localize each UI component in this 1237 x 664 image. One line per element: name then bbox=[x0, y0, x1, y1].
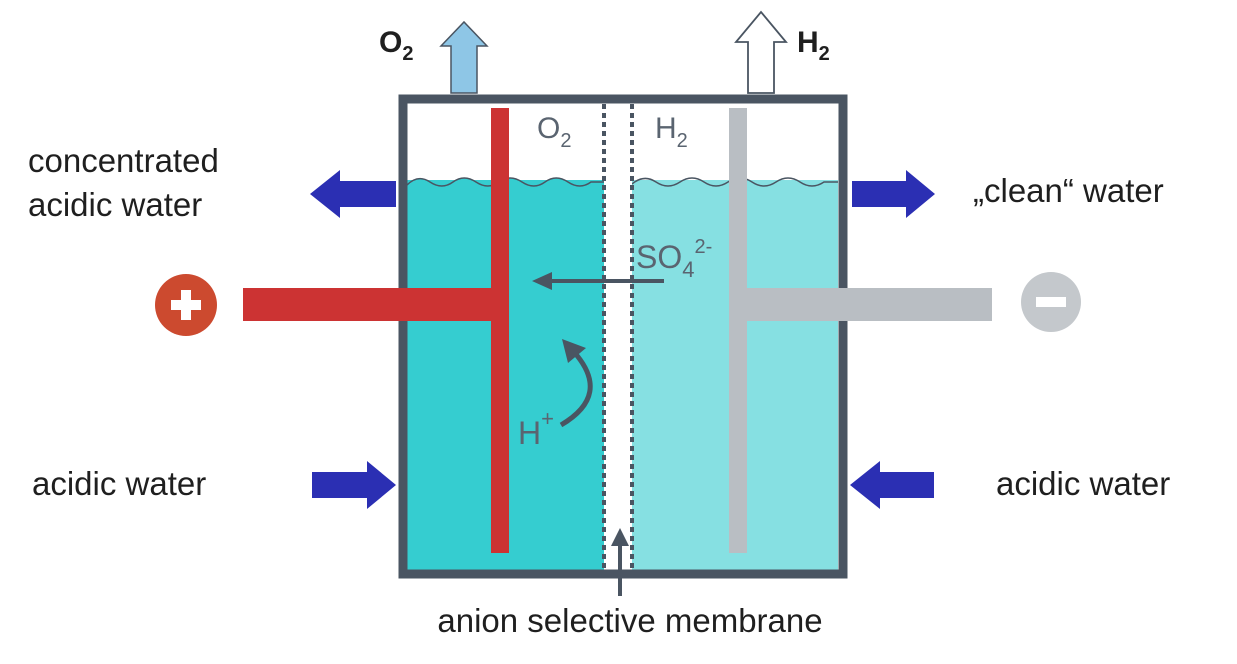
sulfate-label: SO42- bbox=[636, 236, 712, 282]
h2-chamber-sub: 2 bbox=[677, 130, 688, 152]
clean-outflow-arrow bbox=[852, 170, 935, 218]
o2-chamber-base: O bbox=[537, 112, 560, 145]
membrane-pointer-arrowhead bbox=[611, 528, 629, 546]
sulfate-migration-arrowhead bbox=[532, 272, 552, 290]
h2-out-arrow bbox=[734, 10, 788, 94]
sulfate-sub: 4 bbox=[682, 257, 694, 282]
o2-out-arrow bbox=[439, 20, 489, 94]
membrane-label: anion selective membrane bbox=[437, 602, 822, 639]
h2-chamber-label: H2 bbox=[655, 112, 688, 152]
proton-curve-arrowhead bbox=[562, 339, 586, 363]
acidic-inflow-right-arrow bbox=[850, 461, 934, 509]
cathode-horizontal bbox=[729, 288, 992, 321]
h2-chamber-base: H bbox=[655, 112, 677, 145]
acidic-water-left-label: acidic water bbox=[32, 465, 206, 502]
o2-output-sub: 2 bbox=[402, 43, 413, 65]
proton-curve-arrow bbox=[559, 350, 593, 428]
o2-chamber-sub: 2 bbox=[560, 130, 571, 152]
cathode-vertical bbox=[729, 108, 747, 553]
o2-output-base: O bbox=[379, 26, 402, 59]
anode-vertical bbox=[491, 108, 509, 553]
h2-output-sub: 2 bbox=[819, 43, 830, 65]
acidic-water-right-label: acidic water bbox=[996, 465, 1170, 502]
proton-label: H+ bbox=[518, 406, 554, 451]
cathode-water-wave bbox=[631, 177, 838, 187]
acidic-inflow-left-arrow bbox=[312, 461, 396, 509]
plus-icon bbox=[155, 274, 217, 336]
concentrated-water-label-line1: concentrated bbox=[28, 142, 219, 179]
o2-chamber-label: O2 bbox=[537, 112, 571, 152]
h2-output-base: H bbox=[797, 26, 819, 59]
proton-sup: + bbox=[541, 406, 554, 431]
o2-output-label: O2 bbox=[379, 26, 413, 65]
anode-horizontal bbox=[243, 288, 509, 321]
sulfate-base: SO bbox=[636, 239, 682, 275]
minus-icon bbox=[1021, 272, 1081, 332]
proton-base: H bbox=[518, 415, 541, 451]
sulfate-sup: 2- bbox=[694, 236, 712, 258]
concentrated-outflow-arrow bbox=[310, 170, 396, 218]
tank bbox=[398, 94, 848, 579]
membrane-gap bbox=[604, 105, 632, 570]
clean-water-label: „clean“ water bbox=[973, 172, 1164, 209]
concentrated-water-label-line2: acidic water bbox=[28, 186, 202, 223]
h2-output-label: H2 bbox=[797, 26, 830, 65]
